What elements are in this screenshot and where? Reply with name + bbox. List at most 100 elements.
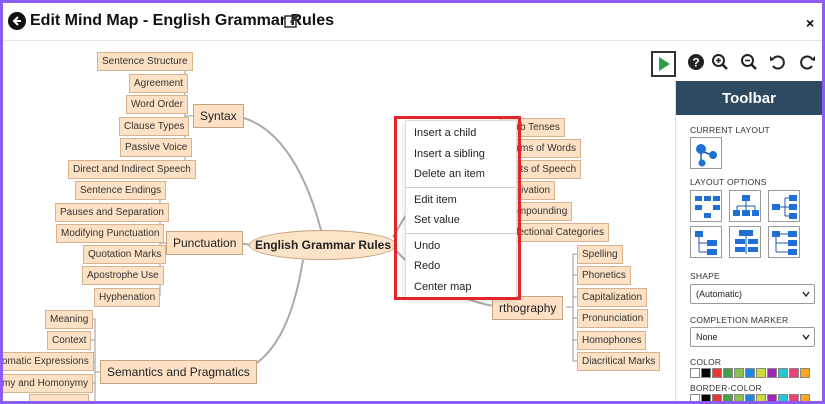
toolbar-panel: Toolbar CURRENT LAYOUT LAYOUT OPTIONS <box>675 81 822 401</box>
list-item[interactable]: Agreement <box>129 74 188 93</box>
branch-semantics[interactable]: Semantics and Pragmatics <box>100 360 257 384</box>
menu-item-set-value[interactable]: Set value <box>414 214 460 226</box>
list-item[interactable]: Pauses and Separation <box>55 203 169 222</box>
help-icon[interactable]: ? <box>687 53 705 71</box>
play-button[interactable] <box>651 51 676 77</box>
list-item[interactable]: Phonetics <box>577 266 631 285</box>
list-item[interactable] <box>29 394 89 401</box>
rotate-right-icon[interactable] <box>798 53 816 71</box>
zoom-in-icon[interactable] <box>711 53 729 71</box>
zoom-out-icon[interactable] <box>740 53 758 71</box>
color-swatch[interactable] <box>789 368 799 378</box>
color-swatch[interactable] <box>723 368 733 378</box>
list-item[interactable]: Sentence Structure <box>97 52 193 71</box>
layout-option-1[interactable] <box>690 190 722 222</box>
menu-item-edit-item[interactable]: Edit item <box>414 193 457 206</box>
list-item[interactable]: Modifying Punctuation <box>56 224 165 243</box>
list-item[interactable]: Clause Types <box>119 117 190 136</box>
color-swatch[interactable] <box>734 368 744 378</box>
color-swatch[interactable] <box>756 368 766 378</box>
edit-icon[interactable] <box>284 13 300 29</box>
color-swatch[interactable] <box>712 368 722 378</box>
arrow-left-circle-icon[interactable] <box>8 12 26 30</box>
layout-list-icon <box>735 230 758 254</box>
layout-option-5[interactable] <box>729 226 761 258</box>
list-item[interactable]: Context <box>47 331 92 350</box>
list-item[interactable]: omatic Expressions <box>3 352 94 371</box>
list-item[interactable]: Passive Voice <box>120 138 193 157</box>
color-swatch[interactable] <box>745 368 755 378</box>
color-swatch[interactable] <box>800 394 810 401</box>
color-swatch[interactable] <box>690 394 700 401</box>
layout-indent-icon <box>695 231 717 255</box>
menu-item-redo[interactable]: Redo <box>414 260 441 272</box>
svg-text:?: ? <box>692 56 699 70</box>
layout-option-4[interactable] <box>690 226 722 258</box>
list-item[interactable]: Capitalization <box>577 288 648 307</box>
color-swatches <box>690 368 810 378</box>
list-item[interactable]: Sentence Endings <box>75 181 167 200</box>
play-icon <box>658 57 670 71</box>
page-title: Edit Mind Map - English Grammar Rules <box>30 12 335 29</box>
color-swatch[interactable] <box>778 368 788 378</box>
color-swatch[interactable] <box>789 394 799 401</box>
list-item[interactable]: Pronunciation <box>577 309 649 328</box>
layout-option-3[interactable] <box>768 190 800 222</box>
color-swatch[interactable] <box>701 394 711 401</box>
menu-item-insert-sibling[interactable]: Insert a sibling <box>414 147 485 160</box>
list-item[interactable]: Direct and Indirect Speech <box>68 160 196 179</box>
menu-divider <box>406 186 516 188</box>
completion-select-value: None <box>696 332 718 342</box>
layout-org-icon <box>733 195 759 216</box>
color-swatch[interactable] <box>767 368 777 378</box>
menu-item-insert-child[interactable]: Insert a child <box>414 127 477 139</box>
color-swatch[interactable] <box>701 368 711 378</box>
branch-syntax[interactable]: Syntax <box>193 104 244 128</box>
color-label: COLOR <box>690 357 722 367</box>
list-item[interactable]: my and Homonymy <box>3 374 94 393</box>
branch-punctuation[interactable]: Punctuation <box>166 231 244 255</box>
branch-orthography[interactable]: rthography <box>492 296 564 320</box>
current-layout-option[interactable] <box>690 137 722 169</box>
color-swatch[interactable] <box>800 368 810 378</box>
shape-label: SHAPE <box>690 271 720 281</box>
header-bar: Edit Mind Map - English Grammar Rules × <box>3 3 822 41</box>
layout-option-6[interactable] <box>768 226 800 258</box>
menu-divider <box>406 232 516 234</box>
color-swatch[interactable] <box>745 394 755 401</box>
chevron-down-icon <box>802 334 810 341</box>
color-swatch[interactable] <box>712 394 722 401</box>
menu-item-delete-item[interactable]: Delete an item <box>414 168 485 180</box>
rotate-left-icon[interactable] <box>769 53 787 71</box>
menu-item-undo[interactable]: Undo <box>414 239 441 252</box>
chevron-down-icon <box>802 291 810 298</box>
completion-marker-label: COMPLETION MARKER <box>690 315 789 325</box>
color-swatch[interactable] <box>778 394 788 401</box>
color-swatch[interactable] <box>756 394 766 401</box>
layout-option-2[interactable] <box>729 190 761 222</box>
shape-select[interactable]: (Automatic) <box>690 284 815 304</box>
list-item[interactable]: Apostrophe Use <box>82 266 164 285</box>
color-swatch[interactable] <box>767 394 777 401</box>
list-item[interactable]: Word Order <box>126 95 189 114</box>
color-swatch[interactable] <box>734 394 744 401</box>
list-item[interactable]: Hyphenation <box>94 288 161 307</box>
completion-marker-select[interactable]: None <box>690 327 815 347</box>
color-swatch[interactable] <box>723 394 733 401</box>
layout-right-tree-icon <box>772 195 797 219</box>
border-color-swatches <box>690 394 810 401</box>
root-node[interactable]: English Grammar Rules <box>249 230 397 260</box>
layout-tree-icon <box>695 196 720 218</box>
color-swatch[interactable] <box>690 368 700 378</box>
list-item[interactable]: Meaning <box>45 310 94 329</box>
list-item[interactable]: Spelling <box>577 245 623 264</box>
mindmap-canvas[interactable]: Sentence Structure Agreement Word Order … <box>3 42 671 401</box>
current-layout-label: CURRENT LAYOUT <box>690 125 770 135</box>
list-item[interactable]: Inflectional Categories <box>500 223 609 242</box>
list-item[interactable]: Quotation Marks <box>83 245 167 264</box>
list-item[interactable]: Diacritical Marks <box>577 352 661 371</box>
menu-item-center-map[interactable]: Center map <box>414 280 472 293</box>
close-button[interactable]: × <box>806 15 815 31</box>
list-item[interactable]: Homophones <box>577 331 647 350</box>
border-color-label: BORDER-COLOR <box>690 383 762 393</box>
